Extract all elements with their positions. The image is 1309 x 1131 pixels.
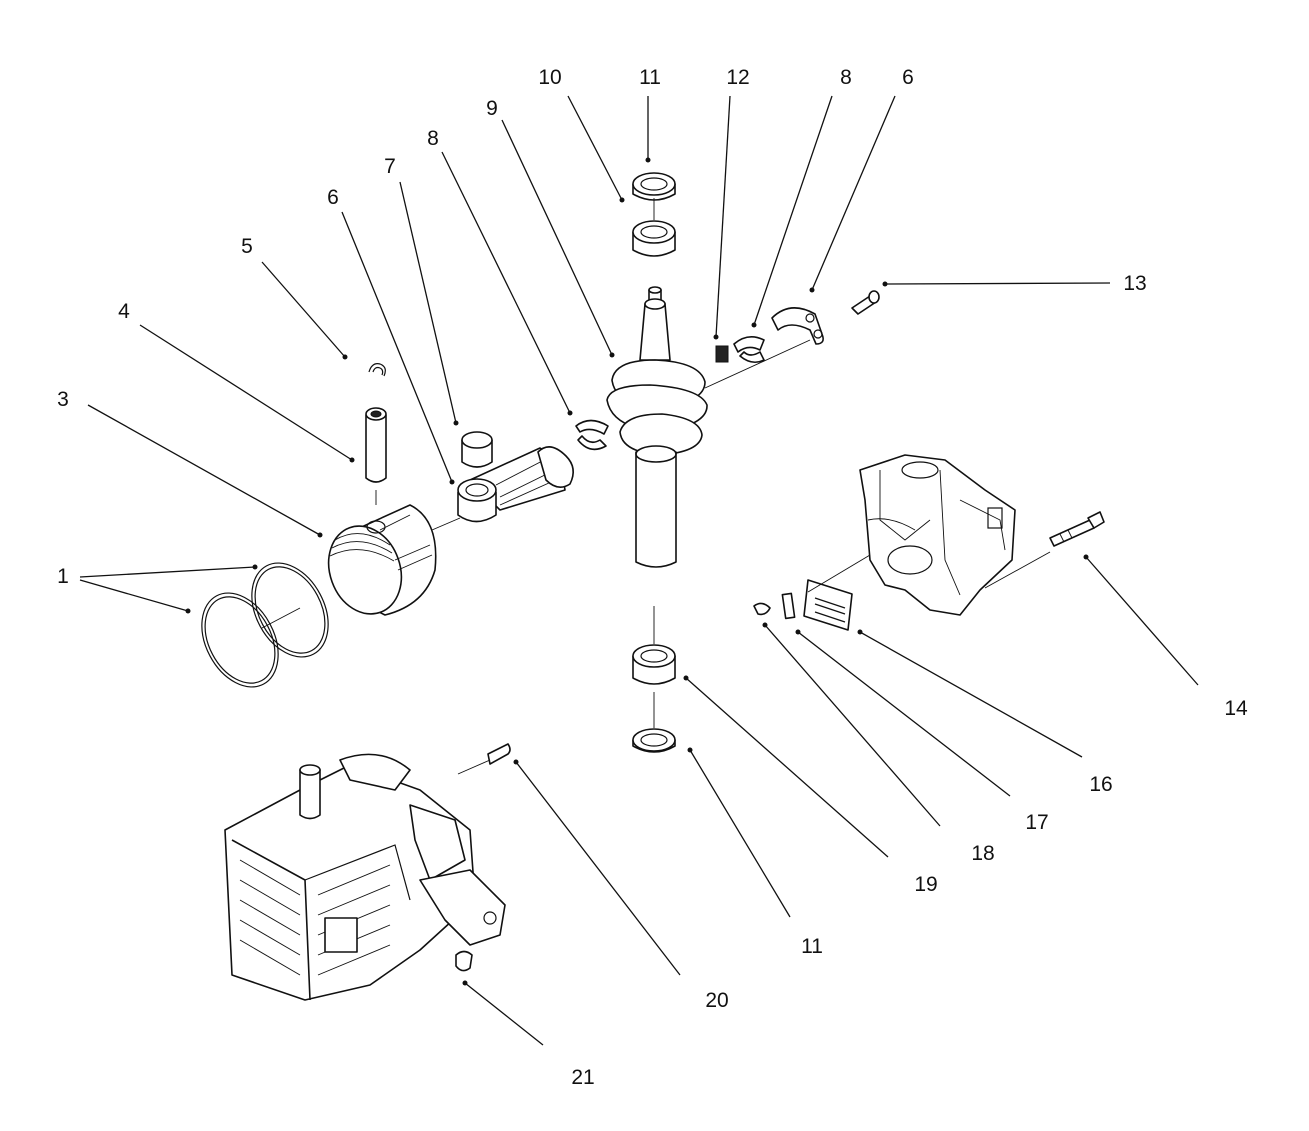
callout-7: 7 xyxy=(384,155,396,178)
pin-bushing xyxy=(461,431,493,468)
callout-14: 14 xyxy=(1224,697,1248,720)
piston-pin xyxy=(365,407,387,483)
cylinder-block xyxy=(224,743,511,1001)
connecting-rod xyxy=(457,446,574,523)
leader-lines xyxy=(79,95,1199,1046)
woodruff-key xyxy=(715,345,729,363)
callout-12: 12 xyxy=(726,66,749,89)
lower-bearing-stack xyxy=(632,644,676,753)
callout-6-right: 6 xyxy=(902,66,914,89)
callout-11-top: 11 xyxy=(639,66,661,89)
callout-16: 16 xyxy=(1089,773,1112,796)
breather-parts xyxy=(753,579,853,631)
cap-screw xyxy=(851,290,880,315)
piston-rings xyxy=(201,562,329,688)
callout-21: 21 xyxy=(571,1066,594,1089)
callout-10: 10 xyxy=(538,66,561,89)
callout-20: 20 xyxy=(705,989,728,1012)
snap-ring xyxy=(368,363,386,377)
callout-17: 17 xyxy=(1025,811,1048,834)
governor-shaft xyxy=(1049,511,1105,547)
upper-bearing-stack xyxy=(632,172,676,257)
callout-8-left: 8 xyxy=(427,127,439,150)
callout-4: 4 xyxy=(118,300,130,323)
callout-13: 13 xyxy=(1123,272,1146,295)
callout-8-right: 8 xyxy=(840,66,852,89)
callout-6-left: 6 xyxy=(327,186,339,209)
bearing-halves-left xyxy=(575,419,609,451)
callout-18: 18 xyxy=(971,842,994,865)
callout-9: 9 xyxy=(486,97,498,120)
callout-5: 5 xyxy=(241,235,253,258)
callout-11-bottom: 11 xyxy=(801,935,823,958)
callout-19: 19 xyxy=(914,873,937,896)
callout-labels: 1 3 4 5 6 7 8 9 10 11 12 8 6 13 14 16 17… xyxy=(57,66,1248,1089)
callout-3: 3 xyxy=(57,388,69,411)
rod-cap-assembly xyxy=(733,307,824,364)
piston xyxy=(327,504,437,616)
crankshaft xyxy=(606,286,708,568)
callout-1: 1 xyxy=(57,565,69,588)
crankcase-half xyxy=(859,454,1016,616)
